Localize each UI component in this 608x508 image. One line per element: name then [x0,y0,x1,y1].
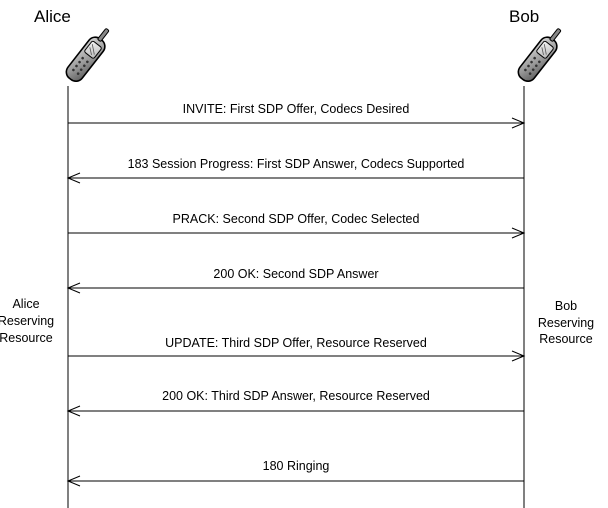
message-label: INVITE: First SDP Offer, Codecs Desired [183,102,410,116]
note-line: Reserving [538,316,594,330]
arrowhead-right [511,350,526,362]
arrowhead-left [66,172,81,184]
arrowhead-left [66,405,81,417]
alice-reserving-resource-note: Alice Reserving Resource [0,297,54,345]
note-line: Resource [0,331,53,345]
arrowhead-right [511,117,526,129]
mobile-phone-icon [514,27,562,86]
message-label: 183 Session Progress: First SDP Answer, … [128,157,465,171]
message-200-ok-second: 200 OK: Second SDP Answer [66,267,524,294]
message-label: PRACK: Second SDP Offer, Codec Selected [173,212,420,226]
message-183-session-progress: 183 Session Progress: First SDP Answer, … [66,157,524,184]
note-line: Resource [539,332,593,346]
message-update: UPDATE: Third SDP Offer, Resource Reserv… [68,336,526,362]
note-line: Alice [12,297,39,311]
mobile-phone-icon [62,27,110,86]
message-prack: PRACK: Second SDP Offer, Codec Selected [68,212,526,239]
note-line: Reserving [0,314,54,328]
message-label: 180 Ringing [263,459,330,473]
alice-label: Alice [34,7,71,26]
arrowhead-right [511,227,526,239]
message-180-ringing: 180 Ringing [66,459,524,487]
bob-label: Bob [509,7,539,26]
message-invite: INVITE: First SDP Offer, Codecs Desired [68,102,526,129]
message-label: 200 OK: Second SDP Answer [213,267,378,281]
message-200-ok-third: 200 OK: Third SDP Answer, Resource Reser… [66,389,524,417]
message-label: UPDATE: Third SDP Offer, Resource Reserv… [165,336,427,350]
message-label: 200 OK: Third SDP Answer, Resource Reser… [162,389,430,403]
bob-reserving-resource-note: Bob Reserving Resource [538,299,594,346]
arrowhead-left [66,475,81,487]
note-line: Bob [555,299,577,313]
arrowhead-left [66,282,81,294]
